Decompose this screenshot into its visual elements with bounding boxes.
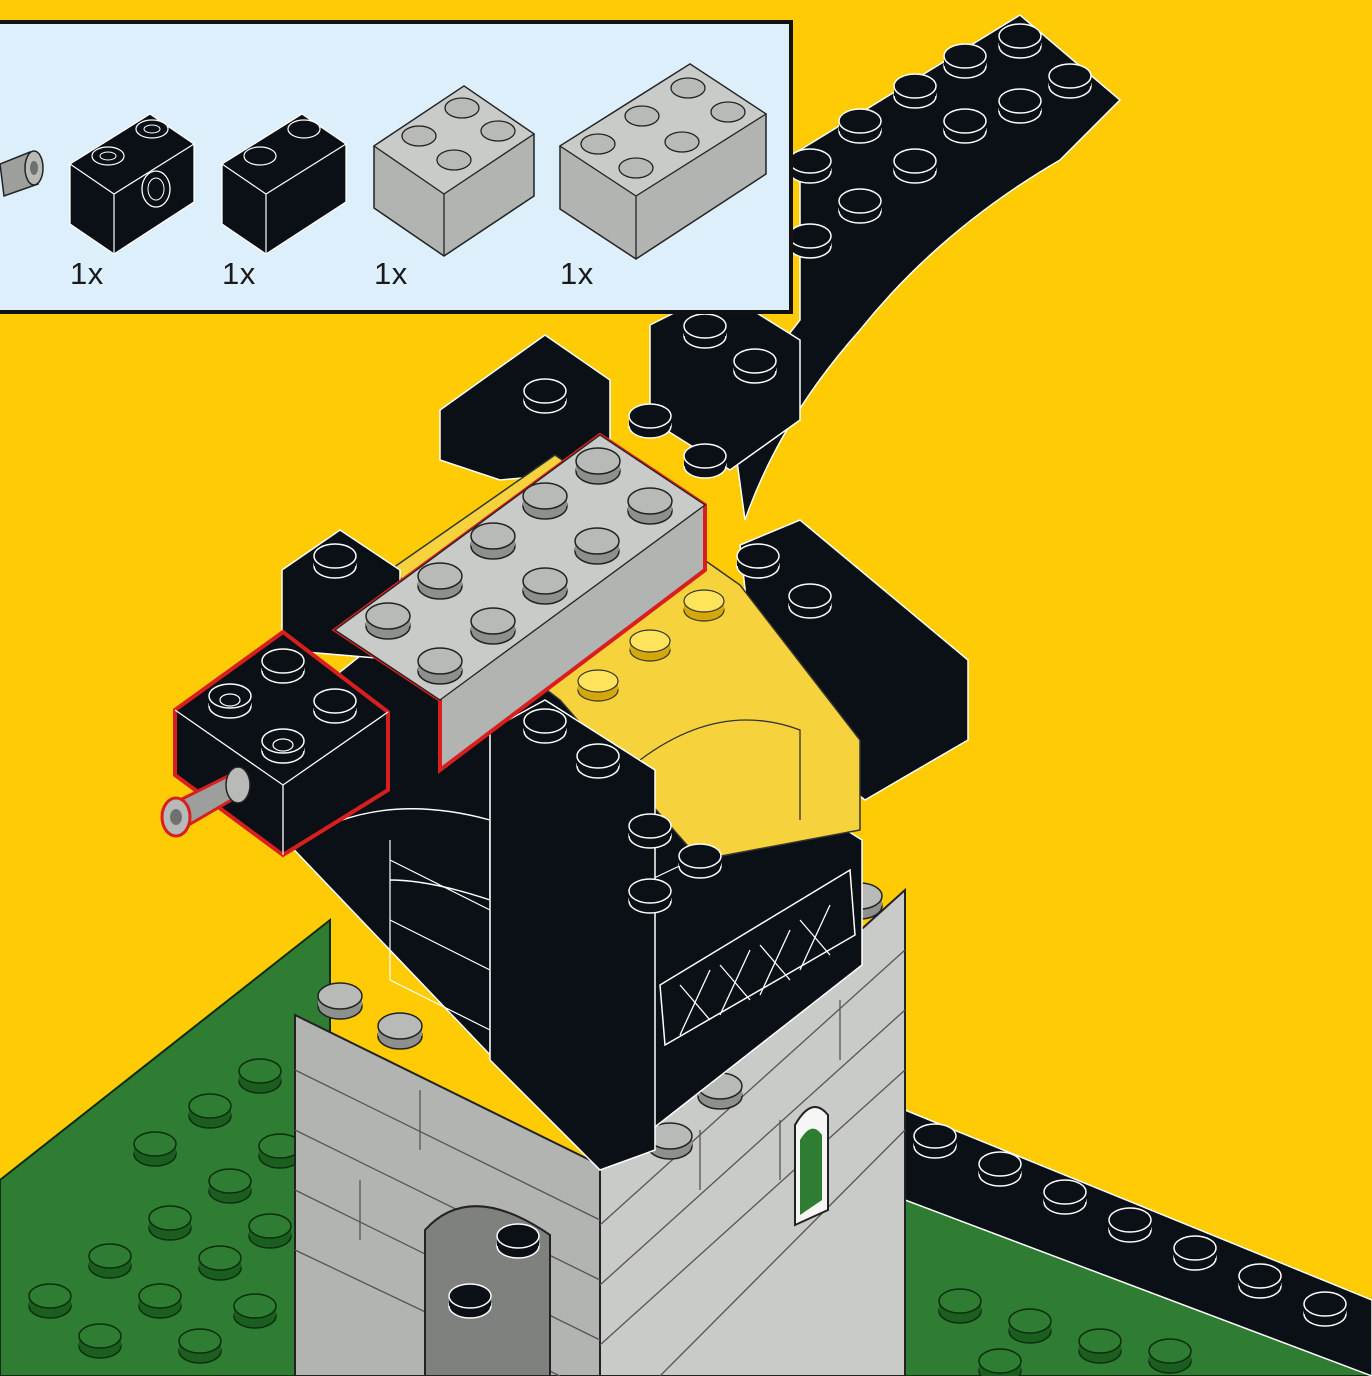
black-pillar	[490, 700, 655, 1170]
part-technic-pin-icon	[0, 151, 43, 196]
rear-left-stud	[314, 544, 356, 578]
slope-left-stud	[524, 379, 566, 413]
part-quantity-gray-brick-2x3: 1x	[560, 256, 594, 292]
part-quantity-technic-brick: 1x	[70, 256, 104, 292]
part-black-brick-1x2-icon	[222, 114, 346, 254]
part-technic-brick-icon	[70, 114, 194, 254]
part-gray-brick-2x3-icon	[560, 64, 766, 259]
part-gray-brick-2x2-icon	[374, 86, 534, 256]
part-quantity-gray-brick-2x2: 1x	[374, 256, 408, 292]
parts-list-panel: 1x 1x 1x 1x	[0, 20, 793, 314]
part-quantity-black-brick: 1x	[222, 256, 256, 292]
